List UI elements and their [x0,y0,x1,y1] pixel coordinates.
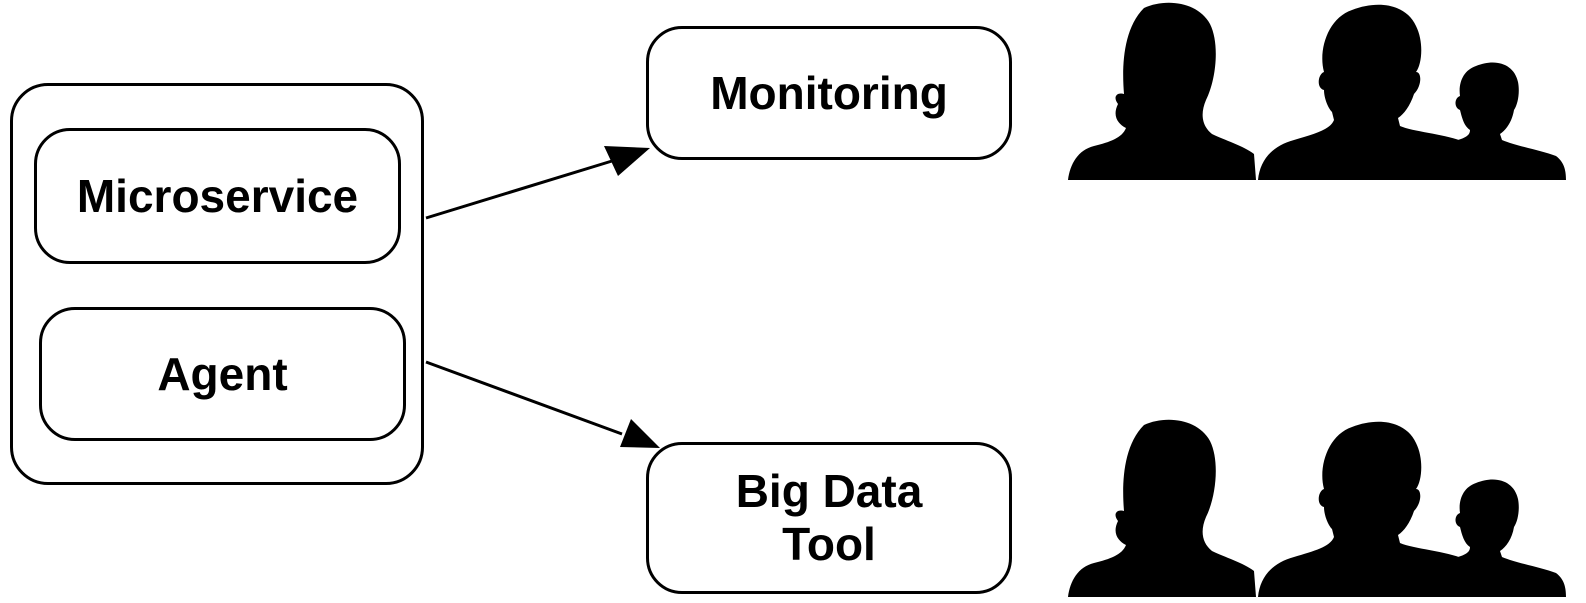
people-group-icon [1068,419,1566,597]
agent-node: Agent [39,307,406,441]
arrow-to-big-data-tool [425,360,623,436]
microservice-node: Microservice [34,128,401,264]
monitoring-label: Monitoring [710,67,948,119]
arrow-to-monitoring [425,159,613,220]
arrowhead-big-data-tool [620,419,660,448]
agent-label: Agent [157,348,288,400]
big-data-tool-label-line1: Big Data [735,465,923,518]
big-data-tool-node: Big Data Tool [646,442,1012,594]
people-group-icon [1068,2,1566,180]
microservice-label: Microservice [76,170,359,222]
big-data-tool-label-line2: Tool [782,518,876,570]
arrowhead-monitoring [604,146,650,176]
monitoring-node: Monitoring [646,26,1012,160]
